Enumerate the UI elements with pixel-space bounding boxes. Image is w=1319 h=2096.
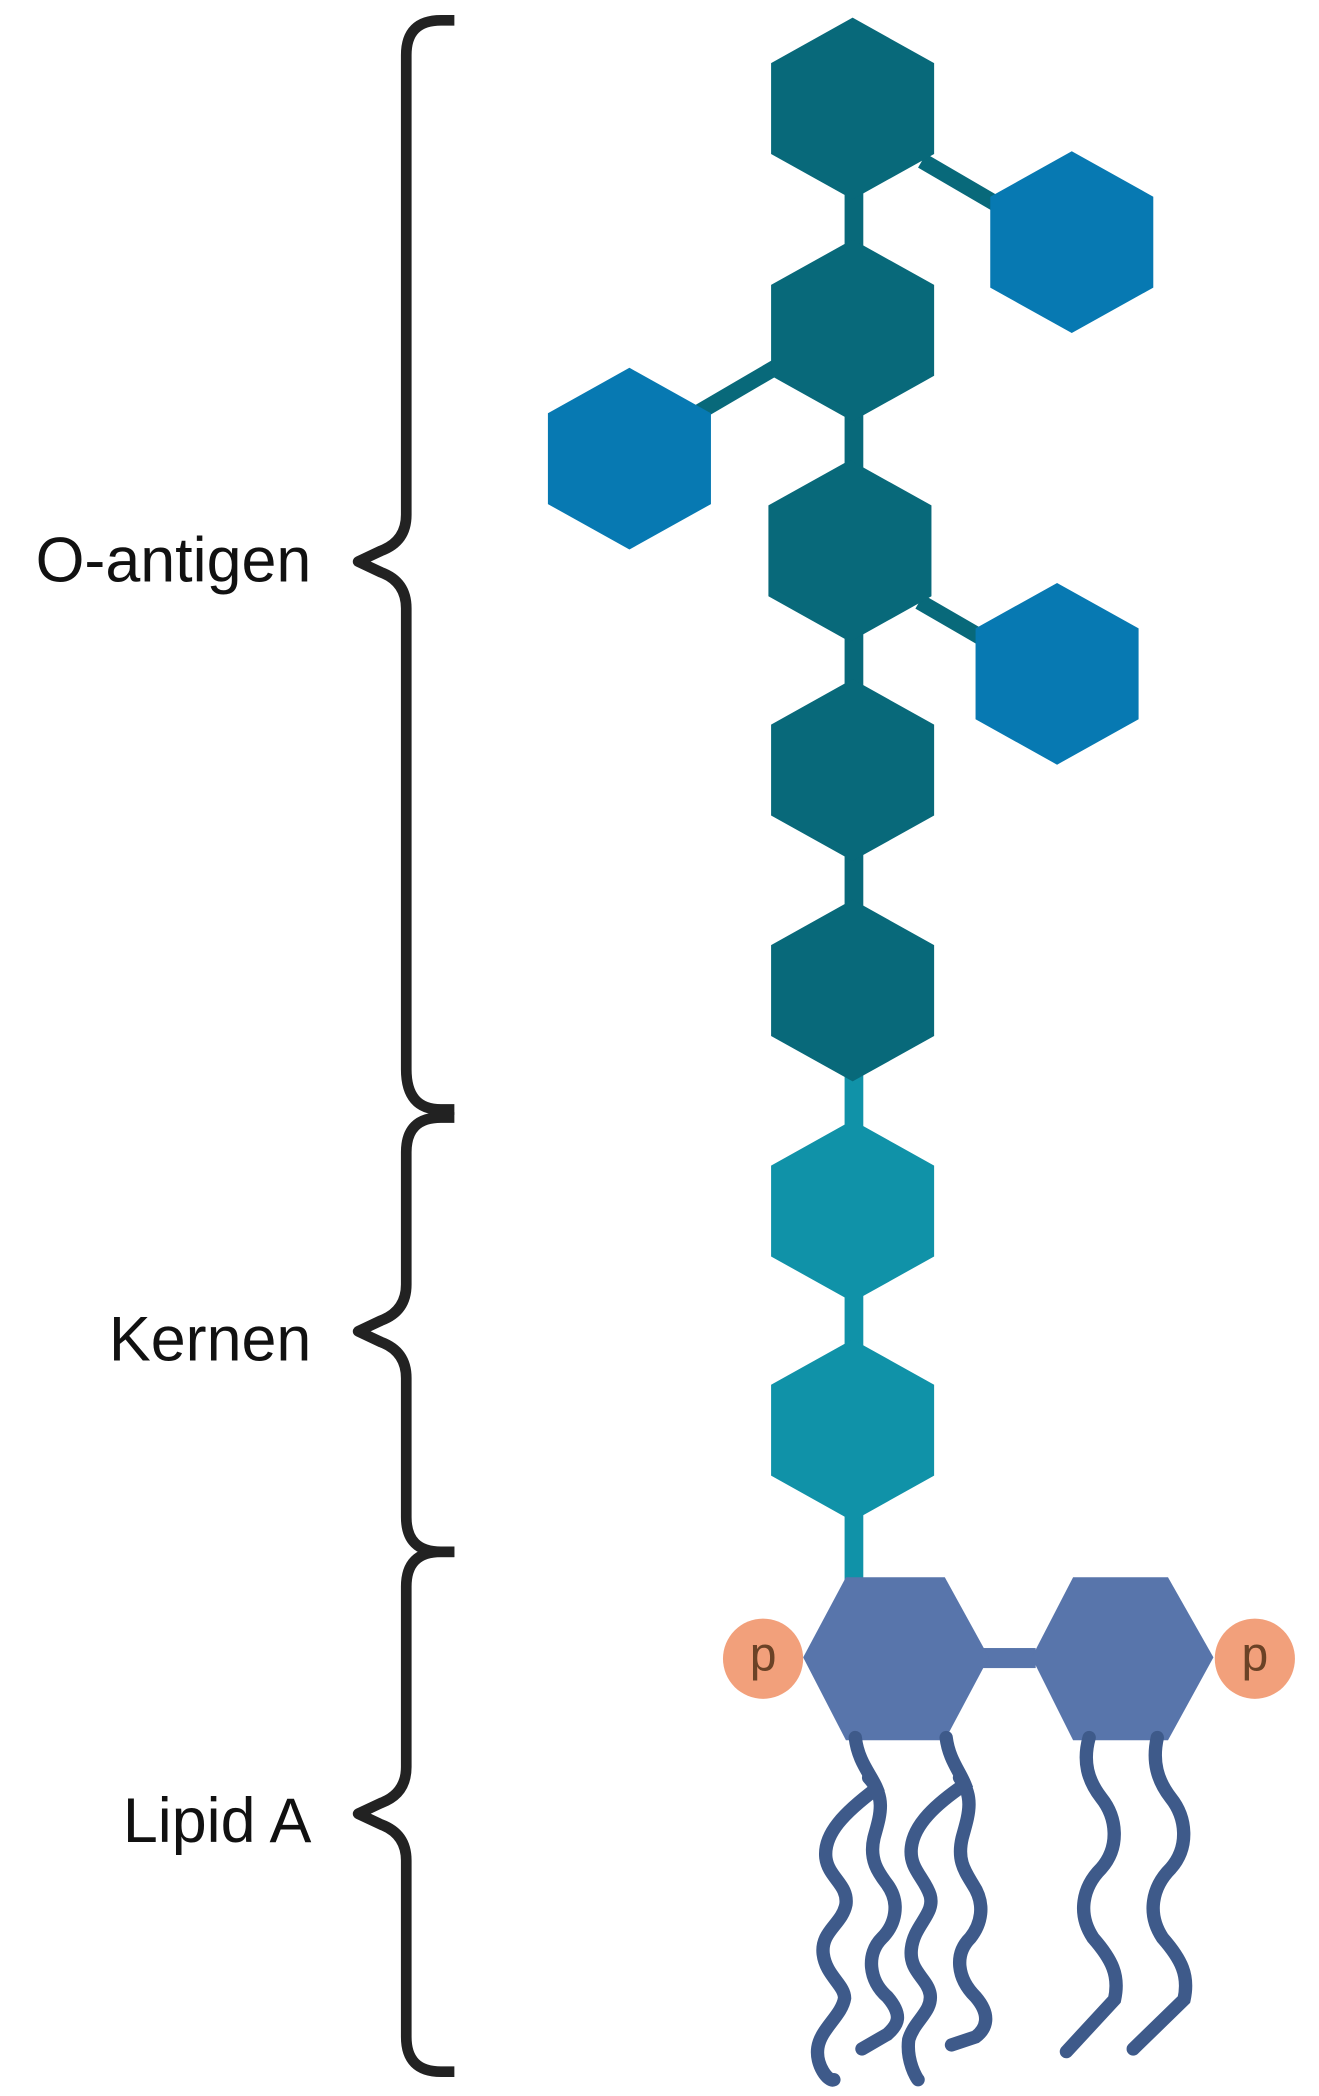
core-brace (352, 1112, 455, 1558)
phosphate-right-label: p (1241, 1628, 1268, 1682)
o-antigen-label: O-antigen (36, 526, 312, 596)
core-label: Kernen (109, 1305, 312, 1375)
phosphate-left: p (722, 1618, 804, 1699)
core-sugar (771, 1120, 935, 1302)
o-antigen-sugar (771, 17, 935, 200)
fatty-acid-tail-3 (901, 1730, 974, 2087)
branch-link-2 (690, 356, 786, 422)
phosphate-right: p (1214, 1618, 1295, 1699)
o-antigen-sugar (771, 899, 935, 1082)
lipid-a-link (982, 1648, 1036, 1669)
fatty-acid-tail-4 (944, 1770, 993, 2052)
lipid-a-label: Lipid A (123, 1786, 312, 1856)
lipid-a-sugar-right (1031, 1577, 1214, 1741)
lipid-a-sugar-left (803, 1577, 989, 1741)
fatty-acid-tail-5 (1059, 1730, 1123, 2059)
o-antigen-sugar (771, 239, 935, 422)
o-antigen-sugar (771, 679, 935, 861)
o-antigen-branch-sugar (547, 367, 711, 550)
o-antigen-brace (352, 14, 455, 1115)
lipid-a-brace (352, 1546, 455, 2078)
o-antigen-sugar (768, 459, 932, 642)
branch-link-1 (918, 153, 1007, 215)
core-sugar (771, 1339, 935, 1522)
fatty-acid-tail-6 (1126, 1730, 1193, 2056)
o-antigen-branch-sugar (975, 582, 1139, 765)
fatty-acid-tail-2 (855, 1770, 905, 2056)
phosphate-left-label: p (750, 1628, 777, 1682)
o-antigen-branch-sugar (990, 151, 1154, 334)
fatty-acid-tail-1 (810, 1730, 885, 2087)
